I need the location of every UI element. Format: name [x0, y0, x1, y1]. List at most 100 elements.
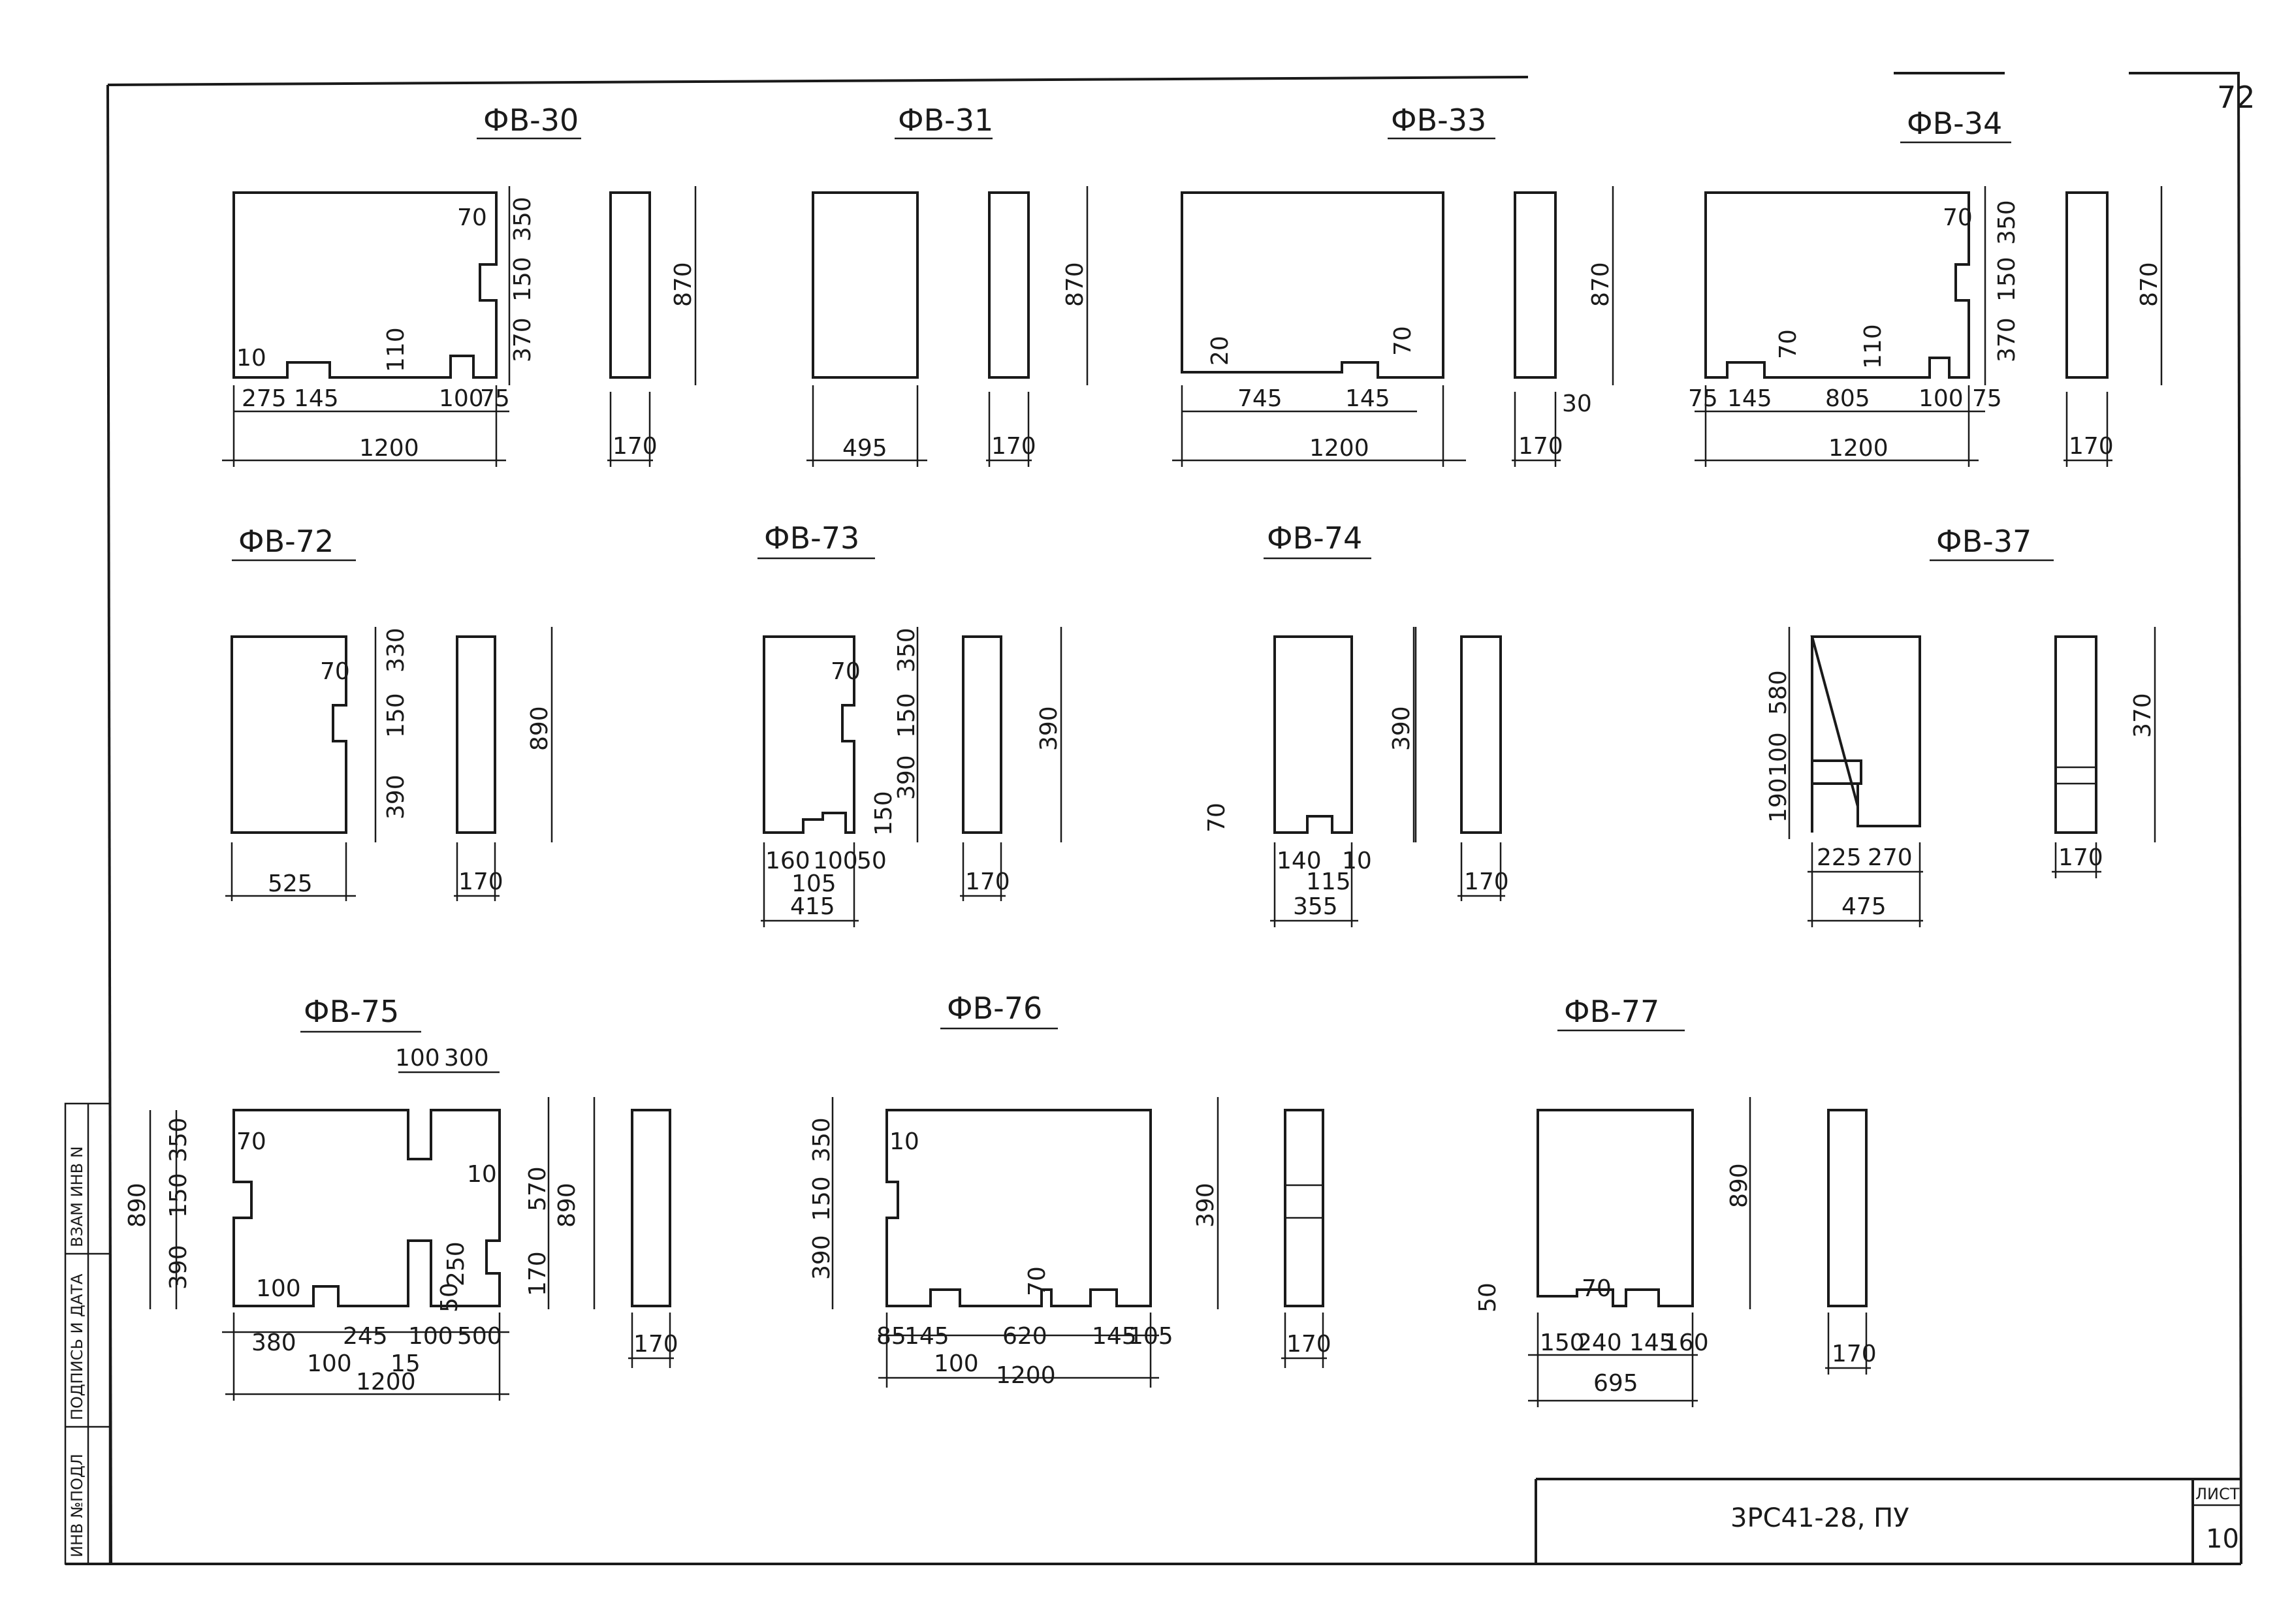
svg-text:390: 390	[893, 755, 920, 800]
dim-width: 695	[1593, 1370, 1638, 1397]
svg-text:350: 350	[165, 1117, 192, 1162]
dim-width: 1200	[356, 1369, 416, 1395]
svg-text:70: 70	[1024, 1266, 1051, 1296]
panel-fv72: ФВ-72 525 330 150 390 70 890 170	[225, 524, 553, 901]
page-number: 72	[2217, 80, 2255, 115]
dim-width: 495	[842, 435, 887, 462]
svg-text:225: 225	[1817, 844, 1862, 871]
panel-elevation	[1537, 1109, 1694, 1307]
svg-text:15: 15	[390, 1350, 421, 1377]
svg-text:85: 85	[876, 1323, 906, 1350]
panel-title: ФВ-77	[1564, 994, 1659, 1029]
svg-text:140: 140	[1277, 848, 1322, 874]
svg-text:390: 390	[808, 1235, 835, 1280]
svg-text:390: 390	[383, 774, 409, 820]
panel-fv31: ФВ-31 495 870 170	[806, 103, 1089, 467]
svg-text:390: 390	[165, 1245, 192, 1290]
panel-fv33: ФВ-33 1200 745 145 20 70 870 170 30	[1172, 103, 1614, 467]
svg-text:370: 370	[1994, 317, 2020, 362]
dim-height: 390	[1388, 706, 1415, 751]
svg-text:160: 160	[765, 848, 810, 874]
svg-text:10: 10	[236, 345, 266, 372]
panel-elevation	[763, 635, 855, 834]
svg-text:50: 50	[436, 1282, 463, 1313]
dim-height: 370	[2129, 693, 2156, 738]
svg-text:75: 75	[480, 385, 510, 412]
dim-height: 390	[1192, 1183, 1219, 1228]
svg-text:275: 275	[242, 385, 287, 412]
dim-height: 870	[2136, 262, 2163, 307]
dim-thickness: 170	[2069, 433, 2114, 460]
svg-text:350: 350	[808, 1117, 835, 1162]
svg-text:100: 100	[934, 1350, 979, 1377]
svg-text:115: 115	[1306, 868, 1351, 895]
dim-height: 870	[1062, 262, 1089, 307]
dim-width: 1200	[996, 1362, 1056, 1389]
dim-width: 355	[1293, 893, 1338, 920]
svg-text:580: 580	[1765, 670, 1792, 715]
svg-text:245: 245	[343, 1323, 388, 1350]
svg-text:100: 100	[307, 1350, 352, 1377]
side-stamp-col2: ПОДПИСЬ И ДАТА	[68, 1273, 86, 1420]
panel-section	[988, 191, 1030, 379]
svg-text:240: 240	[1577, 1329, 1622, 1356]
dim-thickness: 170	[1832, 1341, 1877, 1367]
svg-text:300: 300	[444, 1045, 489, 1072]
svg-text:150: 150	[165, 1173, 192, 1218]
panel-title: ФВ-73	[764, 520, 859, 556]
svg-text:75: 75	[1972, 385, 2002, 412]
svg-text:150: 150	[383, 693, 409, 738]
svg-text:330: 330	[383, 628, 409, 673]
side-stamp-col3: ВЗАМ ИНВ N	[68, 1146, 86, 1247]
panel-fv73: ФВ-73 415 160 100 50 105 350 150 390 150…	[757, 520, 1062, 927]
sheet-label: ЛИСТ	[2195, 1485, 2240, 1503]
svg-text:350: 350	[893, 628, 920, 673]
dim-thickness: 170	[1464, 868, 1509, 895]
svg-text:145: 145	[1345, 385, 1390, 412]
svg-text:70: 70	[1775, 329, 1802, 359]
svg-text:150: 150	[808, 1176, 835, 1221]
svg-text:30: 30	[1562, 390, 1592, 417]
drawing-code: 3РС41-28, ПУ	[1730, 1503, 1909, 1533]
dim-height: 890	[1726, 1163, 1753, 1208]
panel-title: ФВ-75	[304, 994, 399, 1029]
panel-notch	[1811, 637, 1862, 833]
svg-text:890: 890	[124, 1183, 151, 1228]
panel-title: ФВ-30	[483, 103, 579, 138]
svg-text:100: 100	[395, 1045, 440, 1072]
svg-text:350: 350	[1994, 200, 2020, 245]
panel-title: ФВ-31	[898, 103, 993, 138]
svg-text:190: 190	[1765, 778, 1792, 823]
svg-text:70: 70	[831, 658, 861, 685]
dim-thickness: 170	[991, 433, 1036, 460]
svg-text:100: 100	[439, 385, 484, 412]
svg-text:145: 145	[1629, 1329, 1674, 1356]
panel-section	[962, 635, 1002, 834]
svg-text:50: 50	[1474, 1282, 1501, 1313]
svg-text:150: 150	[509, 257, 536, 302]
svg-text:150: 150	[893, 693, 920, 738]
svg-text:100: 100	[1919, 385, 1964, 412]
panel-section	[456, 635, 496, 834]
panel-elevation	[1704, 191, 1970, 379]
svg-text:100: 100	[813, 848, 858, 874]
svg-text:370: 370	[509, 317, 536, 362]
svg-text:20: 20	[1207, 336, 1234, 366]
panel-fv37: ФВ-37 580 100 190 225 270 475 370 170	[1765, 524, 2156, 927]
panel-title: ФВ-76	[947, 991, 1042, 1026]
panel-title: ФВ-34	[1907, 106, 2002, 141]
panel-fv77: ФВ-77 695 150 240 145 160 50 70 890 170	[1474, 994, 1877, 1407]
svg-text:100: 100	[256, 1275, 301, 1302]
panel-fv34: ФВ-34 1200 75 145 805 100 75 350 150 370…	[1688, 106, 2163, 467]
svg-text:160: 160	[1664, 1329, 1709, 1356]
dim-thickness: 170	[613, 433, 658, 460]
panel-fv76: ФВ-76 1200 85 145 620 145 105 100 350 15…	[808, 991, 1331, 1389]
svg-text:70: 70	[236, 1128, 266, 1155]
dim-height: 870	[1587, 262, 1614, 307]
panel-elevation	[232, 1109, 501, 1307]
dim-thickness: 170	[633, 1331, 678, 1358]
panel-section	[1827, 1109, 1868, 1307]
svg-text:745: 745	[1237, 385, 1282, 412]
panel-fv75: ФВ-75 1200 380 245 100 500 100 15 890 35…	[124, 994, 678, 1401]
svg-text:10: 10	[889, 1128, 919, 1155]
